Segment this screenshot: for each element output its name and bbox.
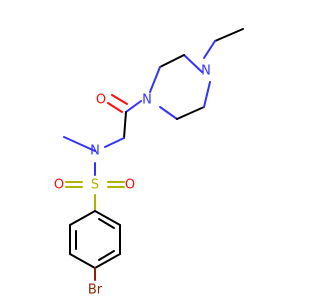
bond-n1-carbonyl bbox=[125, 100, 142, 113]
bond-carbonyl-methylene bbox=[123, 111, 127, 139]
atom-label-n-sulfonamide: N bbox=[90, 144, 100, 159]
bond-n4-ring-c1 bbox=[183, 54, 203, 73]
bond-benzene-inner-1 bbox=[98, 218, 115, 229]
bond-n4-ethyl bbox=[203, 40, 216, 59]
bond-carbonyl-oxygen-2 bbox=[111, 94, 128, 105]
atom-label-o-sulfonyl-right: O bbox=[125, 178, 135, 193]
bond-ring-c2-n1 bbox=[149, 66, 161, 93]
atom-label-n-piperazine-top: N bbox=[201, 64, 211, 79]
bond-n-methyl bbox=[63, 136, 96, 152]
atom-label-bromine: Br bbox=[88, 283, 103, 298]
atom-label-o-sulfonyl-left: O bbox=[54, 178, 64, 193]
diagram-background bbox=[0, 0, 300, 300]
bond-n1-ring-c3 bbox=[159, 106, 178, 120]
atom-label-s-sulfonyl: S bbox=[91, 178, 99, 193]
bond-ring-c1-c2 bbox=[159, 54, 185, 68]
bond-benzene-c6-c1 bbox=[69, 210, 96, 226]
bond-ethyl-ch2-ch3 bbox=[214, 28, 244, 42]
bond-methylene-n-sulfonamide bbox=[104, 137, 125, 148]
bond-benzene-c1-c2 bbox=[94, 210, 121, 226]
bond-benzene-inner-2 bbox=[98, 250, 115, 261]
bond-benzene-c4-c5 bbox=[69, 253, 96, 269]
molecule-structure-diagram: N N O N S O O Br bbox=[0, 0, 300, 300]
atom-label-n-piperazine-amide: N bbox=[142, 93, 152, 108]
bond-ring-c3-c4 bbox=[176, 106, 205, 120]
atom-label-o-carbonyl: O bbox=[96, 93, 106, 108]
bond-benzene-c3-c4 bbox=[94, 253, 121, 269]
bond-carbonyl-oxygen-1 bbox=[107, 102, 123, 113]
bond-ring-c4-n4 bbox=[203, 81, 211, 108]
